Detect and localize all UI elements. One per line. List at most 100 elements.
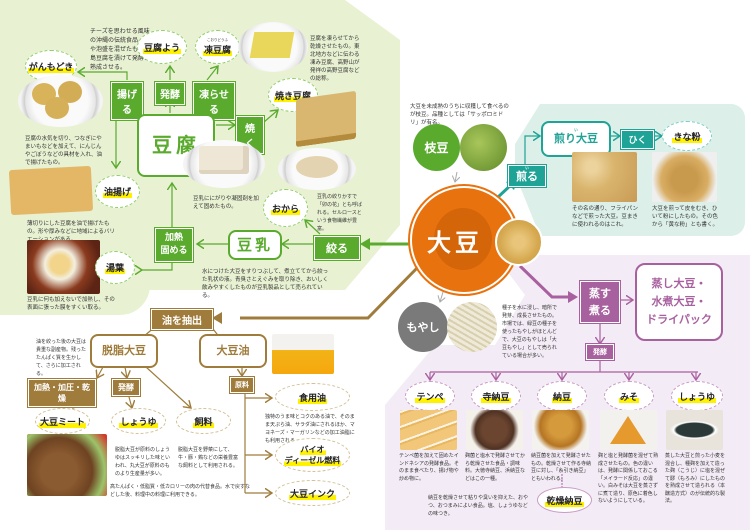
process-ferment[interactable]: 発酵 <box>154 81 186 106</box>
moyashi-note: 種子を水に浸し、暗所で発芽、成長させたもの。市場では、緑豆の種子を使ったもやしが… <box>502 305 558 359</box>
okara-label: おから <box>270 201 300 215</box>
steamed-soy-line1: 蒸し大豆・ <box>651 277 707 290</box>
natto-note: 納豆菌を加えて発酵させたもの。乾燥させて作る寺納豆に対し、「糸引き納豆」ともいわ… <box>531 453 592 482</box>
process-freeze[interactable]: 凍らせる <box>192 81 236 121</box>
process-squeeze[interactable]: 絞る <box>313 235 361 261</box>
moyashi-photo <box>447 302 497 352</box>
shoyu-bubble[interactable]: しょうゆ <box>671 381 723 411</box>
koyadofu-ruby: こおりどうふ <box>207 38 228 42</box>
aburaage-bubble[interactable]: 油揚げ <box>95 175 140 208</box>
soybean-center-circle[interactable]: 大豆 <box>408 184 520 296</box>
edamame-note: 大豆を未成熟のうちに収穫して食べるのが枝豆。品種としては「サッポロミドリ」が有名… <box>410 104 509 126</box>
soy-oil-photo <box>272 334 334 374</box>
miso-photo <box>600 410 657 450</box>
dried-natto-bubble[interactable]: 乾燥納豆 <box>537 487 592 513</box>
tofu-photo <box>183 140 265 188</box>
miso-bubble[interactable]: みそ <box>604 381 654 411</box>
kinako-bubble[interactable]: きな粉 <box>662 121 712 151</box>
process-steam-label: 蒸す <box>589 287 611 300</box>
defatted-soy-box[interactable]: 脱脂大豆 <box>90 334 158 368</box>
tofuyo-note: チーズを思わせる風味の沖縄の伝統食品。麹や泡盛を混ぜたものに島豆腐を漬けて発酵、… <box>90 28 151 71</box>
tera-natto-label: 寺納豆 <box>481 389 511 403</box>
koyadofu-note: 豆腐を凍らせてから乾燥させたもの。東北地方などに伝わる凍み豆腐、高野山が発祥の高… <box>310 36 360 82</box>
edible-oil-note: 独特のうま味とコクのある油で、そのまま天ぷら油、サラダ油にされるほか、マヨネーズ… <box>265 414 355 444</box>
tera-natto-bubble[interactable]: 寺納豆 <box>471 381 521 411</box>
process-ferment-brown[interactable]: 発酵 <box>111 378 141 397</box>
natto-label: 納豆 <box>551 389 572 403</box>
edible-oil-bubble[interactable]: 食用油 <box>275 383 350 411</box>
okara-bubble[interactable]: おから <box>263 189 308 227</box>
kinako-photo <box>652 152 717 202</box>
process-roast-label: 煎る <box>516 170 538 183</box>
koyadofu-label: 凍豆腐 <box>202 43 232 56</box>
biodiesel-label-line2: ディーゼル燃料 <box>283 455 342 466</box>
iri-daizu-note: その名の通り、フライパンなどで煎った大豆。豆まきに使われるのはこれ。 <box>572 206 638 228</box>
yuba-note: 豆乳に何も加えないで加熱し、その表面に張った膜をすくい取る。 <box>27 297 115 311</box>
process-boil-label: 煮る <box>589 304 611 317</box>
soy-oil-box[interactable]: 大豆油 <box>199 334 267 368</box>
tempeh-photo <box>400 410 457 450</box>
soy-meat-note: 高たんぱく・低脂質・低カロリーの肉の代替食品。水で戻すなどした後、料理中の料理に… <box>110 484 251 498</box>
steamed-soy-box[interactable]: 蒸し大豆・ 水煮大豆・ ドライパック <box>635 263 723 341</box>
feed-note: 脱脂大豆を野菜にして、牛・豚・鶏などの栄養豊富な飼料として利用される。 <box>178 447 239 469</box>
process-roast-ruby: い <box>525 166 529 170</box>
process-heat-label: 加熱 <box>164 233 183 243</box>
shoyu-note: 蒸した大豆と煎った小麦を混合し、種麹を加えて造った麹（こうじ）に塩を混ぜて醪（も… <box>665 453 726 504</box>
soy-ink-bubble[interactable]: 大豆インク <box>275 480 350 506</box>
natto-photo <box>532 410 589 450</box>
feed-label: 飼料 <box>193 414 214 428</box>
shoyu-defatted-note: 脱脂大豆が原料のしょうゆはスッキリした味といわれ、丸大豆が原料のものより生産量が… <box>115 447 171 477</box>
biodiesel-bubble[interactable]: バイオ ディーゼル燃料 <box>275 438 350 472</box>
aburaage-photo <box>8 165 94 216</box>
soybean-center-label: 大豆 <box>427 228 483 257</box>
tofuyo-bubble[interactable]: 豆腐よう <box>137 30 187 64</box>
koyadofu-bubble[interactable]: こおりどうふ 凍豆腐 <box>195 30 240 64</box>
soy-meat-bubble[interactable]: 大豆ミート <box>35 408 90 434</box>
okara-photo <box>278 148 356 190</box>
yakidofu-photo <box>296 90 356 148</box>
yuba-label: 湯葉 <box>104 261 125 274</box>
edible-oil-label: 食用油 <box>297 390 327 404</box>
okara-note: 豆乳の絞りかすで「卯の花」とも呼ばれる。セルロースという食物繊維が豊富。 <box>317 194 363 232</box>
tofuyo-label: 豆腐よう <box>142 40 181 54</box>
process-grind[interactable]: ひく <box>620 129 655 150</box>
process-steam-boil[interactable]: 蒸す 煮る <box>579 280 621 324</box>
shoyu-defatted-bubble[interactable]: しょうゆ <box>111 408 166 434</box>
iri-daizu-photo <box>572 152 637 202</box>
shoyu-label: しょうゆ <box>677 389 716 403</box>
soymilk-box[interactable]: 豆乳 <box>228 230 282 260</box>
ganmodoki-label: がんもどき <box>27 59 75 73</box>
soybean-photo <box>495 218 543 266</box>
aburaage-label: 油揚げ <box>102 185 132 198</box>
process-heat-solidify[interactable]: 加熱 固める <box>154 227 194 263</box>
ganmodoki-note: 豆腐の水気を切り、つなぎにやまいもなどを加えて、にんじんやごぼうなどの具材を入れ… <box>25 136 103 166</box>
edamame-photo <box>460 124 507 171</box>
biodiesel-label-line1: バイオ <box>299 444 326 455</box>
material-label: 原料 <box>229 376 255 394</box>
kinako-note: 大豆を煎って皮をむき、ひいて粉にしたもの。その色から「黄な粉」とも書く。 <box>652 206 719 228</box>
natto-bubble[interactable]: 納豆 <box>537 381 587 411</box>
soy-meat-photo <box>27 434 107 496</box>
dried-natto-label: 乾燥納豆 <box>545 493 584 507</box>
miso-note: 麹と塩と発酵菌を混ぜて熟成させたもの。色の違いは、発酵に関係しておこる「メイラー… <box>598 453 659 504</box>
process-extract-oil[interactable]: 油を抽出 <box>150 308 214 331</box>
process-roast[interactable]: い 煎る <box>507 164 547 188</box>
process-solidify-label: 固める <box>160 246 188 256</box>
feed-bubble[interactable]: 飼料 <box>176 408 231 434</box>
tera-natto-note: 麹菌と塩水で発酵させてから乾燥させた食品・調味料。大徳寺納豆、浜納豆などはこの一… <box>465 453 526 482</box>
defatted-note: 油を絞った後の大豆は貴重な副産物。残ったたんぱく質を生かして、さらに加工される。 <box>36 339 87 377</box>
iri-daizu-ruby: い <box>574 128 578 132</box>
process-heat-press-dry[interactable]: 加熱・加圧・乾燥 <box>27 378 97 408</box>
ganmodoki-photo <box>18 75 103 127</box>
process-fry[interactable]: 揚げる <box>110 81 144 121</box>
yuba-bubble[interactable]: 湯葉 <box>95 251 135 284</box>
edamame-circle[interactable]: 枝豆 <box>413 124 460 171</box>
soy-meat-label: 大豆ミート <box>38 414 86 428</box>
tempeh-bubble[interactable]: テンペ <box>405 381 455 411</box>
iri-daizu-label: 煎り大豆 <box>554 132 598 145</box>
miso-label: みそ <box>618 389 639 403</box>
steamed-soy-line2: 水煮大豆・ <box>651 295 707 308</box>
tempeh-label: テンペ <box>415 389 445 403</box>
moyashi-circle[interactable]: もやし <box>398 302 448 352</box>
process-ferment-purple[interactable]: 発酵 <box>585 343 615 361</box>
